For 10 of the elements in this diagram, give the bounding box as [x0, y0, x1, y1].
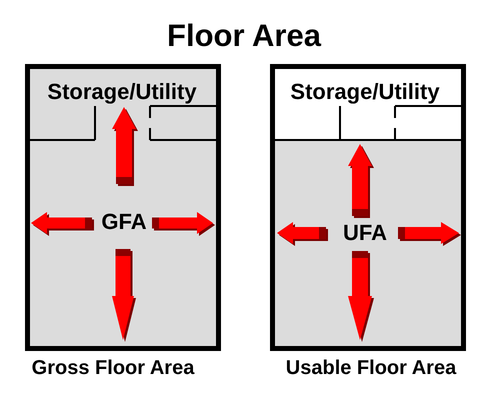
- plan-title: Usable Floor Area: [286, 357, 456, 379]
- floor-plan: [270, 64, 466, 351]
- title: Floor Area: [167, 18, 321, 54]
- storage-area: [275, 69, 461, 141]
- floor-plan: [25, 64, 221, 351]
- area-label: UFA: [343, 220, 387, 246]
- room-label: Storage/Utility: [290, 80, 440, 104]
- room-label: Storage/Utility: [47, 80, 197, 104]
- plan-title: Gross Floor Area: [32, 357, 194, 379]
- area-label: GFA: [101, 210, 147, 234]
